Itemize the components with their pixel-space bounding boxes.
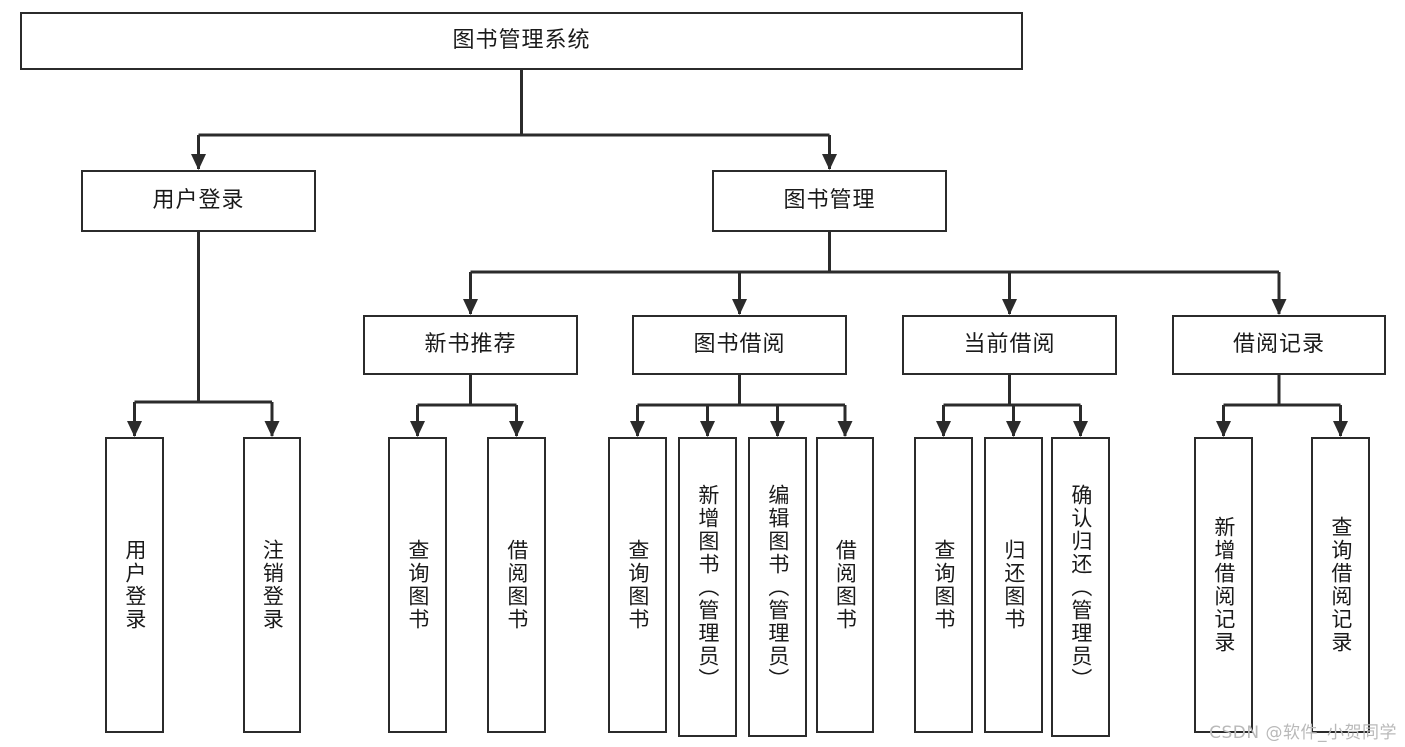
node-label: 借阅图书 bbox=[833, 539, 858, 631]
node-label: 借阅图书 bbox=[504, 539, 529, 631]
node-root-system[interactable]: 图书管理系统 bbox=[20, 12, 1023, 70]
leaf-currentborrow-return-book[interactable]: 归还图书 bbox=[984, 437, 1043, 733]
node-label: 新增借阅记录 bbox=[1211, 516, 1236, 654]
leaf-borrowrecord-query-record[interactable]: 查询借阅记录 bbox=[1311, 437, 1370, 733]
leaf-bookborrow-edit-book-admin[interactable]: 编辑图书（管理员） bbox=[748, 437, 807, 737]
watermark-text: CSDN @软件_小贺同学 bbox=[1209, 723, 1397, 743]
leaf-user-login[interactable]: 用户登录 bbox=[105, 437, 164, 733]
leaf-currentborrow-query-book[interactable]: 查询图书 bbox=[914, 437, 973, 733]
leaf-newbook-borrow-book[interactable]: 借阅图书 bbox=[487, 437, 546, 733]
node-label: 图书管理系统 bbox=[452, 27, 591, 53]
node-label: 图书借阅 bbox=[693, 331, 786, 357]
node-label: 确认归还（管理员） bbox=[1068, 483, 1093, 691]
node-new-book-recommendation[interactable]: 新书推荐 bbox=[363, 315, 578, 375]
leaf-bookborrow-add-book-admin[interactable]: 新增图书（管理员） bbox=[678, 437, 737, 737]
node-borrow-record[interactable]: 借阅记录 bbox=[1172, 315, 1386, 375]
node-book-borrow[interactable]: 图书借阅 bbox=[632, 315, 847, 375]
node-label: 注销登录 bbox=[260, 539, 285, 631]
node-book-management[interactable]: 图书管理 bbox=[712, 170, 947, 232]
leaf-currentborrow-confirm-return-admin[interactable]: 确认归还（管理员） bbox=[1051, 437, 1110, 737]
leaf-borrowrecord-add-record[interactable]: 新增借阅记录 bbox=[1194, 437, 1253, 733]
node-label: 归还图书 bbox=[1001, 539, 1026, 631]
node-label: 图书管理 bbox=[783, 187, 876, 213]
node-label: 查询借阅记录 bbox=[1328, 516, 1353, 654]
leaf-bookborrow-query-book[interactable]: 查询图书 bbox=[608, 437, 667, 733]
node-label: 用户登录 bbox=[122, 539, 147, 631]
node-user-login[interactable]: 用户登录 bbox=[81, 170, 316, 232]
node-label: 查询图书 bbox=[405, 539, 430, 631]
leaf-user-logout[interactable]: 注销登录 bbox=[243, 437, 301, 733]
node-label: 用户登录 bbox=[152, 187, 245, 213]
node-label: 编辑图书（管理员） bbox=[765, 483, 790, 691]
node-label: 新书推荐 bbox=[424, 331, 517, 357]
node-current-borrow[interactable]: 当前借阅 bbox=[902, 315, 1117, 375]
node-label: 借阅记录 bbox=[1232, 331, 1325, 357]
node-label: 查询图书 bbox=[625, 539, 650, 631]
node-label: 查询图书 bbox=[931, 539, 956, 631]
leaf-newbook-query-book[interactable]: 查询图书 bbox=[388, 437, 447, 733]
node-label: 新增图书（管理员） bbox=[695, 483, 720, 691]
node-label: 当前借阅 bbox=[963, 331, 1056, 357]
leaf-bookborrow-borrow-book[interactable]: 借阅图书 bbox=[816, 437, 874, 733]
